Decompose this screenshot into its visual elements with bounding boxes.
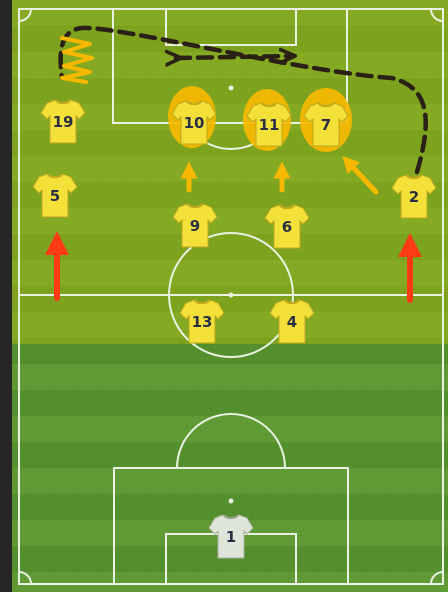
- player-number: 13: [178, 313, 226, 331]
- player-2[interactable]: 2: [390, 172, 438, 222]
- player-4[interactable]: 4: [268, 297, 316, 347]
- player-number: 4: [268, 313, 316, 331]
- player-number: 1: [207, 528, 255, 546]
- player-number: 9: [171, 217, 219, 235]
- player-7[interactable]: 7: [302, 100, 350, 150]
- player-10[interactable]: 10: [170, 98, 218, 148]
- player-number: 10: [170, 114, 218, 132]
- player-number: 11: [245, 116, 293, 134]
- player-1-goalkeeper[interactable]: 1: [207, 512, 255, 562]
- player-6[interactable]: 6: [263, 202, 311, 252]
- player-number: 5: [31, 187, 79, 205]
- player-number: 2: [390, 188, 438, 206]
- player-number: 7: [302, 116, 350, 134]
- player-9[interactable]: 9: [171, 201, 219, 251]
- player-13[interactable]: 13: [178, 297, 226, 347]
- frame-edge: [0, 0, 12, 592]
- player-5[interactable]: 5: [31, 171, 79, 221]
- player-11[interactable]: 11: [245, 100, 293, 150]
- player-number: 19: [39, 113, 87, 131]
- player-19[interactable]: 19: [39, 97, 87, 147]
- player-number: 6: [263, 218, 311, 236]
